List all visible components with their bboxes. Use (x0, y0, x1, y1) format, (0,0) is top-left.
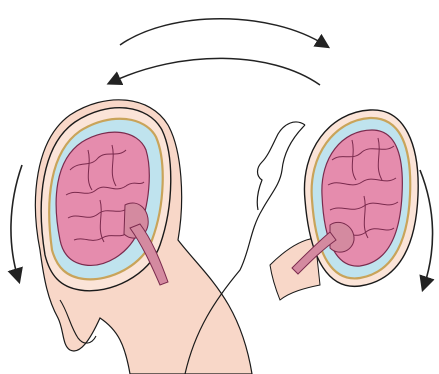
arrow-right-side (420, 170, 433, 286)
arrow-left-side (11, 165, 22, 278)
arrow-top-outer (120, 19, 325, 45)
right-face-profile (257, 122, 305, 210)
left-head-figure (35, 100, 252, 374)
arrow-top-inner (112, 58, 320, 85)
top-arrows (112, 19, 325, 85)
